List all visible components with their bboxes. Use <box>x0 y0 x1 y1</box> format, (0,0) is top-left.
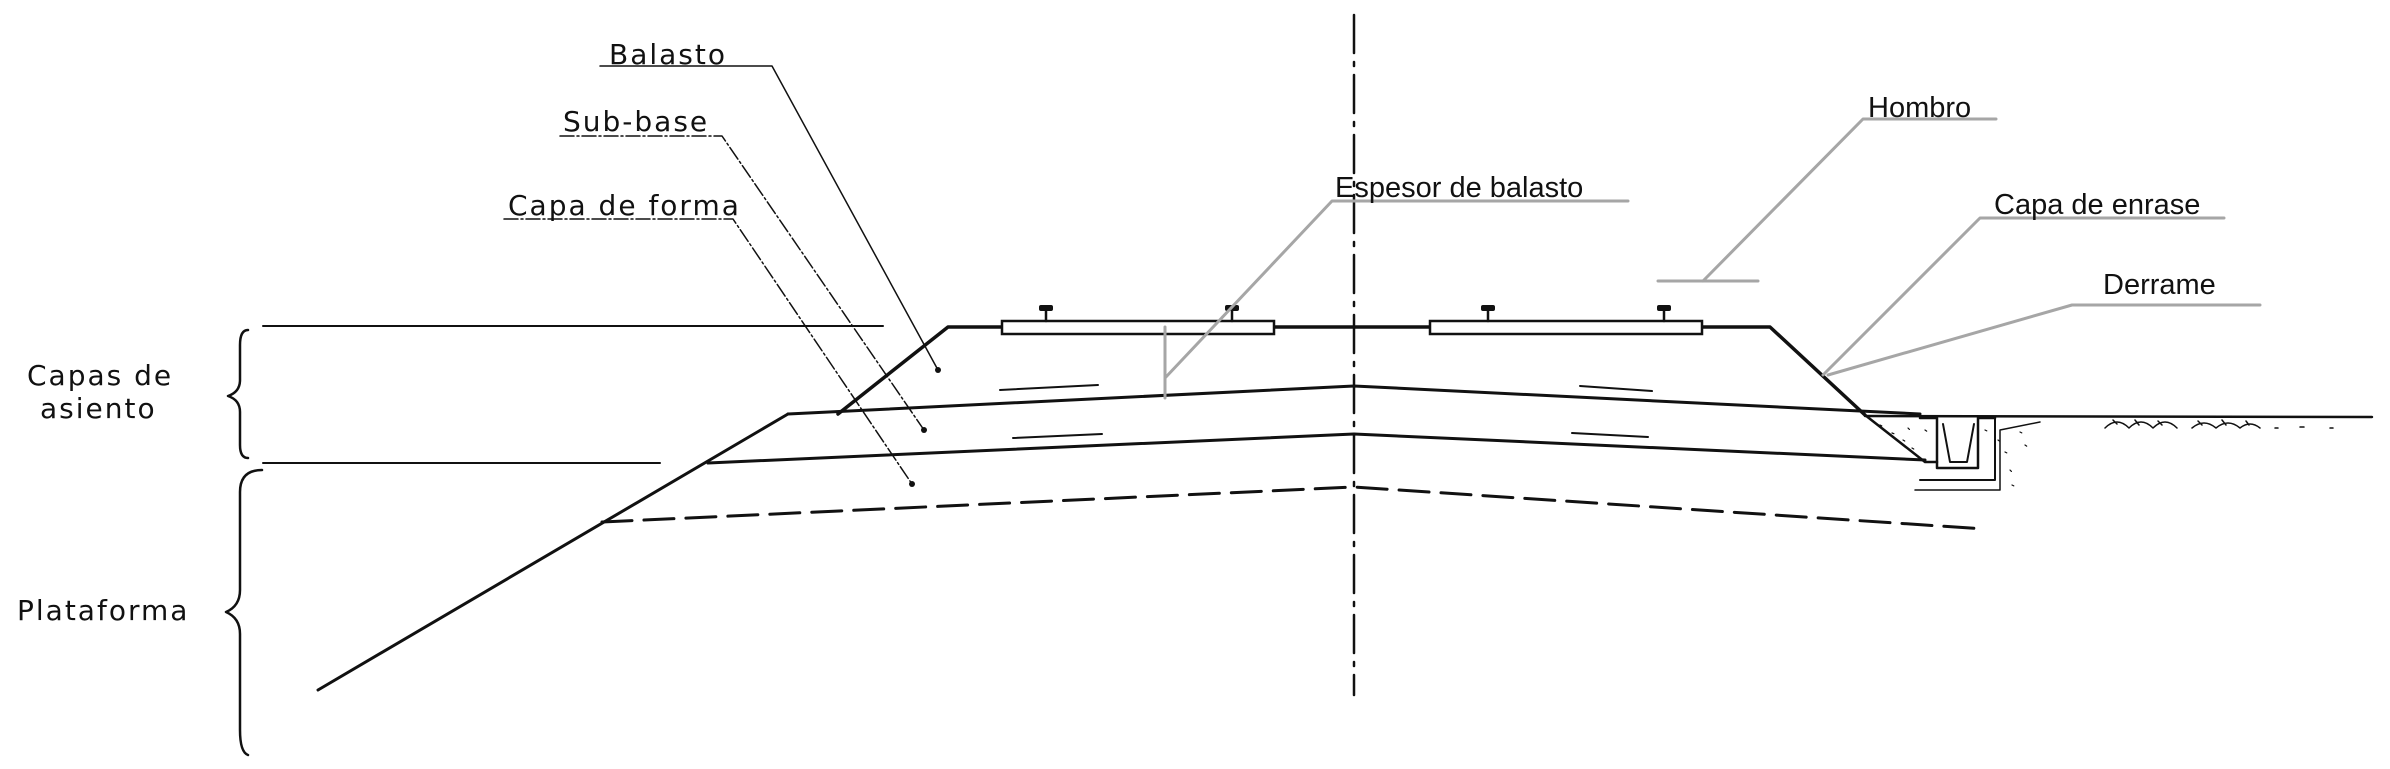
form-layer-top-line <box>706 432 1927 465</box>
capa-de-forma-leader <box>503 218 913 485</box>
drainage-arrow-2 <box>1012 433 1103 439</box>
sub-base-top-line <box>786 384 1922 416</box>
capa-de-enrase-leader <box>1821 216 2226 377</box>
capa-de-enrase-label: Capa de enrase <box>1994 189 2200 221</box>
ground-line <box>1863 414 2374 419</box>
embankment-slope <box>316 412 790 692</box>
rail-3 <box>1481 305 1495 323</box>
hombro-leader <box>1701 117 1998 283</box>
espesor-de-balasto-leader <box>1163 199 1630 380</box>
balasto-label: Balasto <box>609 38 727 71</box>
drainage-arrow-4 <box>1571 432 1649 438</box>
sleeper-left <box>1000 319 1276 336</box>
capas-de-asiento-label-line2: asiento <box>40 392 157 425</box>
derrame-label: Derrame <box>2103 269 2216 301</box>
drainage-ditch <box>1863 413 2041 491</box>
capas-de-asiento-brace <box>226 328 250 460</box>
form-layer-bottom-dashed <box>600 485 1987 531</box>
hombro-label: Hombro <box>1868 92 1971 124</box>
rail-1 <box>1039 305 1053 323</box>
plataforma-label: Plataforma <box>17 594 189 627</box>
capa-de-forma-label: Capa de forma <box>508 189 741 222</box>
drainage-arrow-3 <box>1579 385 1653 392</box>
ground-texture <box>2104 419 2334 429</box>
espesor-de-balasto-label: Espesor de balasto <box>1335 172 1583 204</box>
plataforma-brace <box>224 468 264 757</box>
sub-base-leader <box>559 135 925 431</box>
capas-de-asiento-label-line1: Capas de <box>27 359 173 392</box>
sleeper-right <box>1428 319 1704 336</box>
drainage-arrow-1 <box>999 384 1099 391</box>
rail-4 <box>1657 305 1671 323</box>
sub-base-label: Sub-base <box>563 105 709 138</box>
balasto-leader <box>599 65 939 371</box>
derrame-leader <box>1826 303 2262 377</box>
ballast-profile <box>836 325 1867 417</box>
